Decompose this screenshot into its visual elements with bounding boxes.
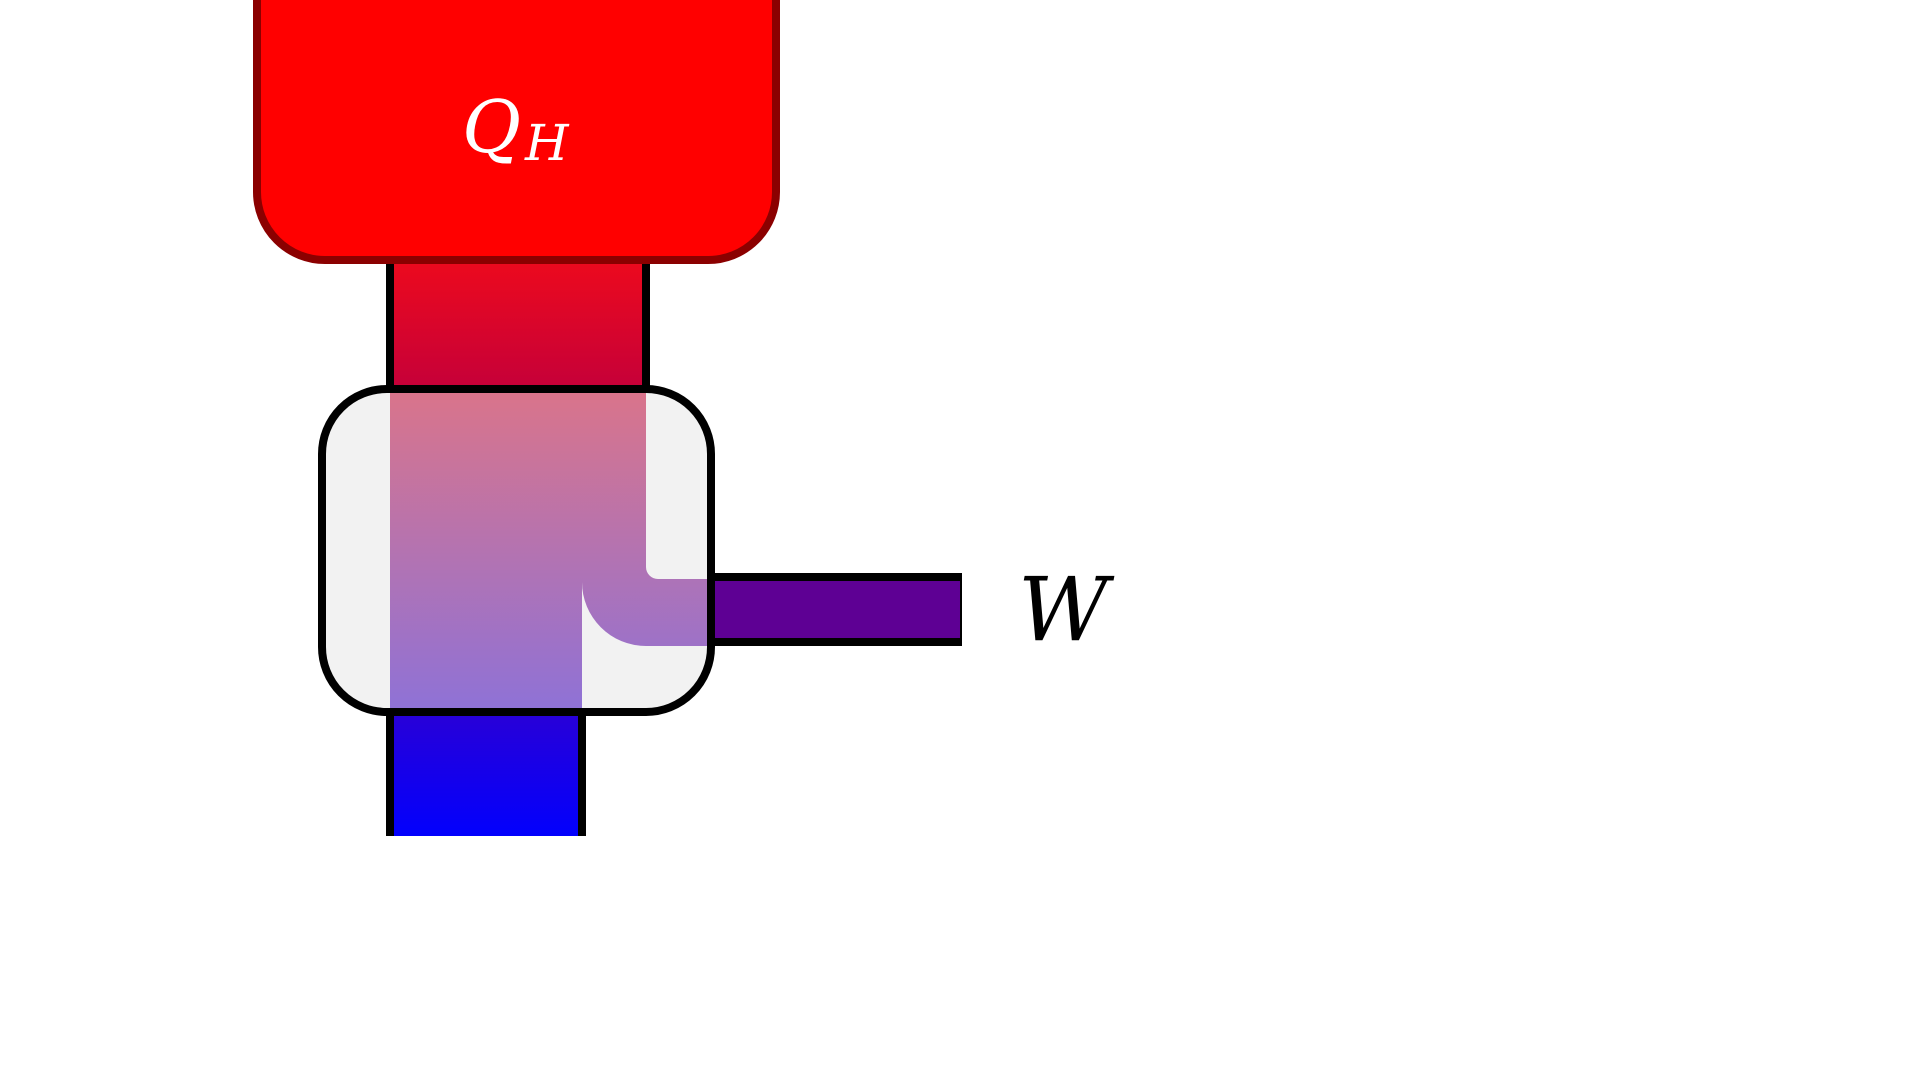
work-output-label: W	[1018, 558, 1115, 661]
heat-input-label: QH	[462, 85, 570, 172]
cold-output-pipe	[386, 704, 586, 847]
work-output-pipe	[704, 573, 968, 646]
engine-internal-flow	[390, 393, 707, 708]
heat-input-pipe	[386, 251, 650, 397]
heat-label-subscript: H	[524, 114, 570, 172]
heat-label-main: Q	[462, 85, 521, 169]
hot-reservoir	[253, 0, 780, 264]
